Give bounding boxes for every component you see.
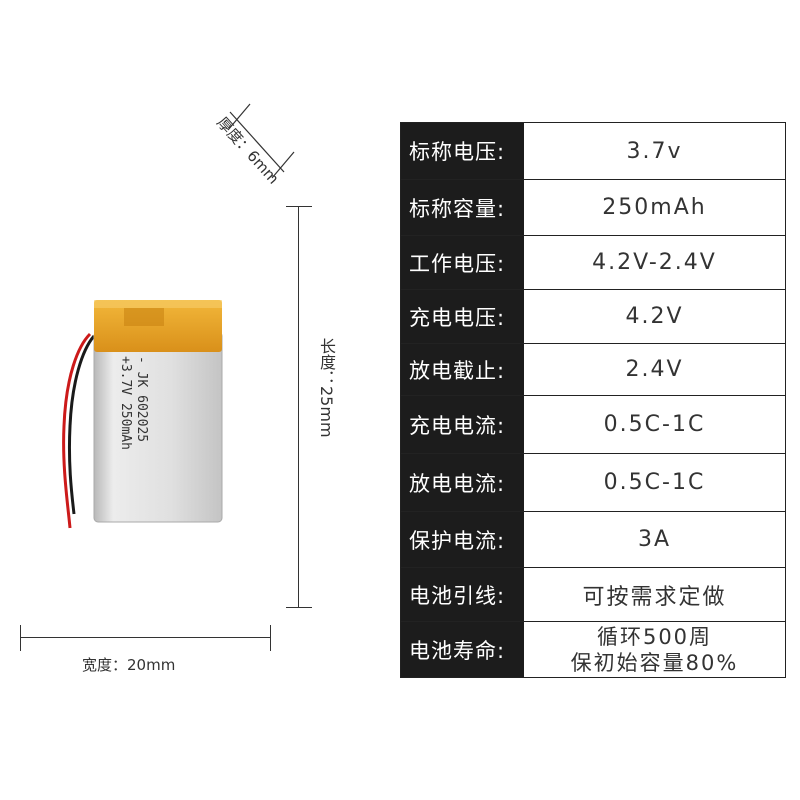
spec-row: 放电截止: 2.4V [401,343,785,395]
thickness-dimension [227,103,295,179]
spec-key: 充电电压: [401,290,524,343]
spec-row: 保护电流: 3A [401,511,785,567]
spec-value: 可按需求定做 [582,584,727,610]
svg-text:- JK 602025: - JK 602025 [134,356,149,442]
spec-key: 电池寿命: [401,622,524,677]
spec-row: 电池寿命: 循环500周 保初始容量80% [401,621,785,677]
spec-value: 循环500周 保初始容量80% [524,622,785,677]
spec-row: 电池引线: 可按需求定做 [401,567,785,621]
length-dim-line [298,206,299,608]
battery-label-line2: +3.7V 250mAh [118,356,133,450]
length-label: 长度：25mm [317,338,336,438]
spec-key: 放电电流: [401,454,524,511]
width-dim-line [20,637,271,638]
battery-label-line1: - JK 602025 [134,356,149,442]
spec-key: 工作电压: [401,236,524,289]
spec-key: 放电截止: [401,344,524,395]
spec-value-line: 保初始容量80% [570,650,739,675]
length-dim-tick-top [286,206,312,207]
spec-row: 标称容量: 250mAh [401,179,785,235]
spec-value: 0.5C-1C [603,470,706,495]
spec-value: 3.7v [626,138,683,164]
spec-row: 工作电压: 4.2V-2.4V [401,235,785,289]
spec-value: 2.4V [625,357,684,382]
width-dim-tick-left [20,625,21,651]
spec-row: 充电电压: 4.2V [401,289,785,343]
spec-row: 放电电流: 0.5C-1C [401,453,785,511]
width-dim-tick-right [270,625,271,651]
spec-row: 标称电压: 3.7v [401,123,785,179]
spec-key: 充电电流: [401,396,524,453]
spec-key: 保护电流: [401,512,524,567]
spec-value: 250mAh [602,195,707,220]
spec-key: 电池引线: [401,568,524,621]
length-dim-tick-bottom [286,607,312,608]
spec-table: 标称电压: 3.7v 标称容量: 250mAh 工作电压: 4.2V-2.4V … [400,122,786,678]
svg-text:+3.7V 250mAh: +3.7V 250mAh [118,356,133,450]
spec-value: 3A [637,527,672,552]
battery-image: - JK 602025 +3.7V 250mAh [62,300,223,529]
width-label: 宽度：20mm [82,656,176,674]
spec-value-line: 循环500周 [596,624,713,649]
spec-value: 0.5C-1C [603,412,706,437]
spec-value: 4.2V [625,304,684,329]
spec-key: 标称容量: [401,180,524,235]
spec-key: 标称电压: [401,123,524,179]
spec-value: 4.2V-2.4V [592,250,717,275]
spec-row: 充电电流: 0.5C-1C [401,395,785,453]
